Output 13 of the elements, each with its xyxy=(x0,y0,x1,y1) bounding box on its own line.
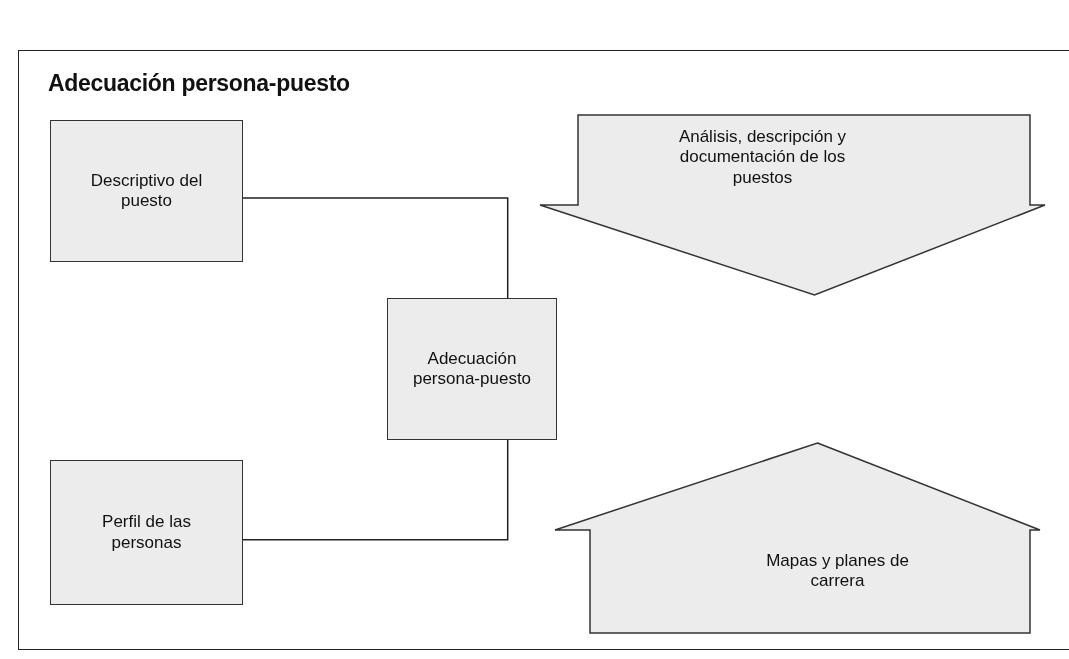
down-arrow-shape xyxy=(540,115,1045,295)
node-label: Mapas y planes de carrera xyxy=(765,551,910,592)
process-box xyxy=(50,460,243,605)
node-label: Adecuación persona-puesto xyxy=(411,348,533,390)
node-label: Análisis, descripción y documentación de los puestos xyxy=(677,127,848,189)
node-label: Perfil de las personas xyxy=(101,512,192,553)
up-arrow-shape xyxy=(555,443,1040,633)
connector-line xyxy=(242,197,509,299)
process-box xyxy=(387,298,557,440)
node-label: Descriptivo del puesto xyxy=(89,170,204,212)
diagram-title: Adecuación persona-puesto xyxy=(48,70,350,97)
connector-line xyxy=(242,439,509,541)
process-box xyxy=(50,120,243,262)
